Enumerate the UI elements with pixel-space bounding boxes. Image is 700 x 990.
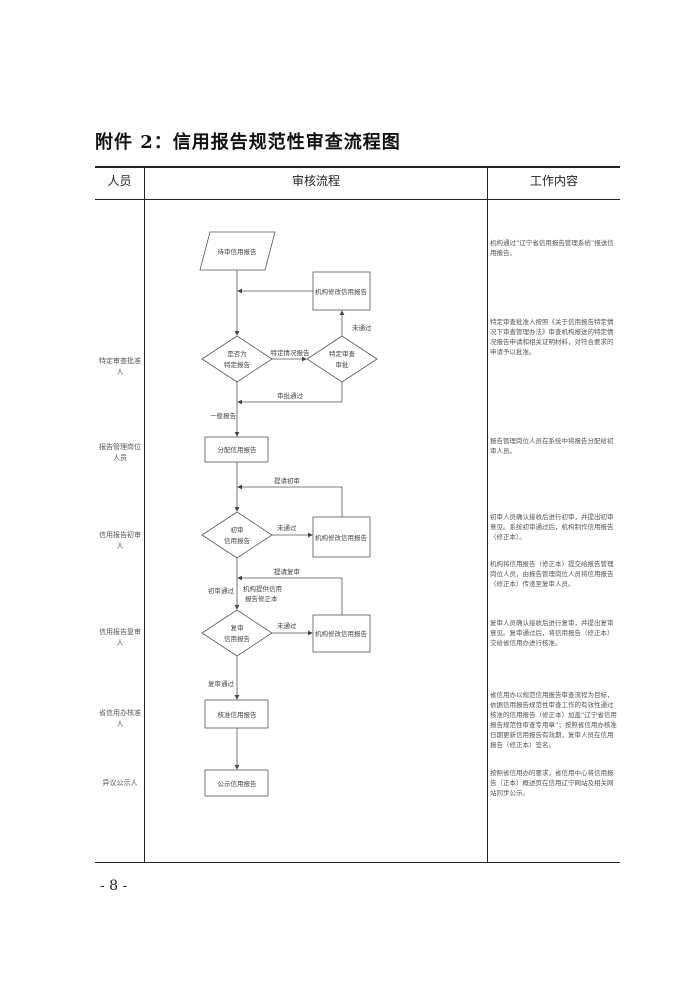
column-divider bbox=[487, 166, 488, 863]
edge-label: 报告修正本 bbox=[245, 594, 278, 603]
edge-label: 审批通过 bbox=[277, 391, 304, 400]
special-decision bbox=[201, 335, 273, 383]
edge-label: 提请复审 bbox=[274, 567, 300, 576]
document-title: 附件 2：信用报告规范性审查流程图 bbox=[95, 132, 401, 153]
assign-box bbox=[204, 436, 269, 463]
publish-label: 公示信用报告 bbox=[218, 779, 258, 788]
decision-label: 特定审查 bbox=[329, 349, 356, 358]
column-divider bbox=[144, 166, 145, 863]
table-top-rule bbox=[95, 166, 620, 168]
work-item: 按照省信用办的要求，省信用中心将信用报告（正本）概述页在信用辽宁网站及相关网站同… bbox=[490, 769, 614, 797]
modify-label: 机构修改信用报告 bbox=[315, 629, 368, 638]
decision-label: 初审 bbox=[231, 525, 244, 534]
publish-box bbox=[204, 769, 269, 797]
decision-label: 复审 bbox=[231, 623, 244, 632]
start-label: 待审信用报告 bbox=[218, 247, 258, 256]
work-item: 复审人员确认接收后进行复审，并提出复审意见。复审通过后，将信用报告（修正本）交给… bbox=[490, 619, 614, 647]
decision-label: 审批 bbox=[336, 360, 350, 369]
edge-label: 未通过 bbox=[277, 621, 297, 630]
decision-label: 信用报告 bbox=[224, 634, 251, 643]
role-second-reviewer: 信用报告复审人 bbox=[99, 628, 141, 647]
modify-box bbox=[312, 271, 371, 311]
edge-label: 特定情况报告 bbox=[271, 348, 311, 357]
start-parallelogram bbox=[199, 231, 276, 271]
role-approver: 省信用办核准人 bbox=[99, 709, 141, 728]
work-item: 省信用办以规范信用报告审查流程为目标，依据信用报告规范性审查工作的有效性通过核准… bbox=[490, 691, 617, 749]
edge-label: 提请初审 bbox=[274, 476, 300, 485]
edge-label: 一般报告 bbox=[210, 411, 237, 420]
header-process: 审核流程 bbox=[291, 174, 340, 188]
edge-label: 机构提供信用 bbox=[243, 584, 282, 593]
role-special-approver: 特定审查批准人 bbox=[99, 357, 141, 376]
work-item: 特定审查批准人按照《关于信用报告特定情况下审查管理办法》审查机构报送的特定情况报… bbox=[490, 318, 614, 356]
modify-label: 机构修改信用报告 bbox=[315, 533, 368, 542]
work-item: 初审人员确认接收后进行初审，并提出初审意见。系统初审通过后，机构制作信用报告（修… bbox=[490, 513, 614, 541]
edge-label: 未通过 bbox=[277, 523, 297, 532]
role-first-reviewer: 信用报告初审人 bbox=[99, 531, 141, 550]
edge-label: 初审通过 bbox=[208, 586, 235, 595]
decision-label: 是否为 bbox=[227, 349, 247, 358]
table-bottom-rule bbox=[95, 862, 620, 863]
assign-label: 分配信用报告 bbox=[218, 445, 258, 454]
approve-box bbox=[204, 699, 269, 729]
special-review-decision bbox=[306, 335, 378, 383]
table-header-rule bbox=[95, 199, 620, 200]
second-review-decision bbox=[201, 609, 273, 657]
role-publisher: 异议公示人 bbox=[102, 779, 138, 787]
header-work: 工作内容 bbox=[529, 174, 578, 188]
work-item: 报告管理岗位人员在系统中将报告分配给初审人员。 bbox=[490, 437, 614, 455]
page-number: - 8 - bbox=[100, 878, 128, 894]
role-report-manager: 报告管理岗位人员 bbox=[99, 443, 141, 462]
modify-box bbox=[312, 614, 371, 653]
modify-label: 机构修改信用报告 bbox=[315, 287, 368, 296]
edge-label: 复审通过 bbox=[208, 679, 235, 688]
first-review-decision bbox=[201, 511, 273, 559]
decision-label: 特定报告 bbox=[224, 360, 251, 369]
modify-box bbox=[312, 516, 371, 558]
edge-label: 未通过 bbox=[352, 323, 372, 332]
work-item: 机构通过“辽宁省信用报告管理系统”报送信用报告。 bbox=[490, 239, 614, 257]
header-personnel: 人员 bbox=[107, 174, 132, 188]
approve-label: 核准信用报告 bbox=[218, 710, 258, 719]
decision-label: 信用报告 bbox=[224, 536, 251, 545]
work-item: 机构将信用报告（修正本）提交给报告管理岗位人员，由报告管理岗位人员将信用报告（修… bbox=[490, 560, 614, 588]
